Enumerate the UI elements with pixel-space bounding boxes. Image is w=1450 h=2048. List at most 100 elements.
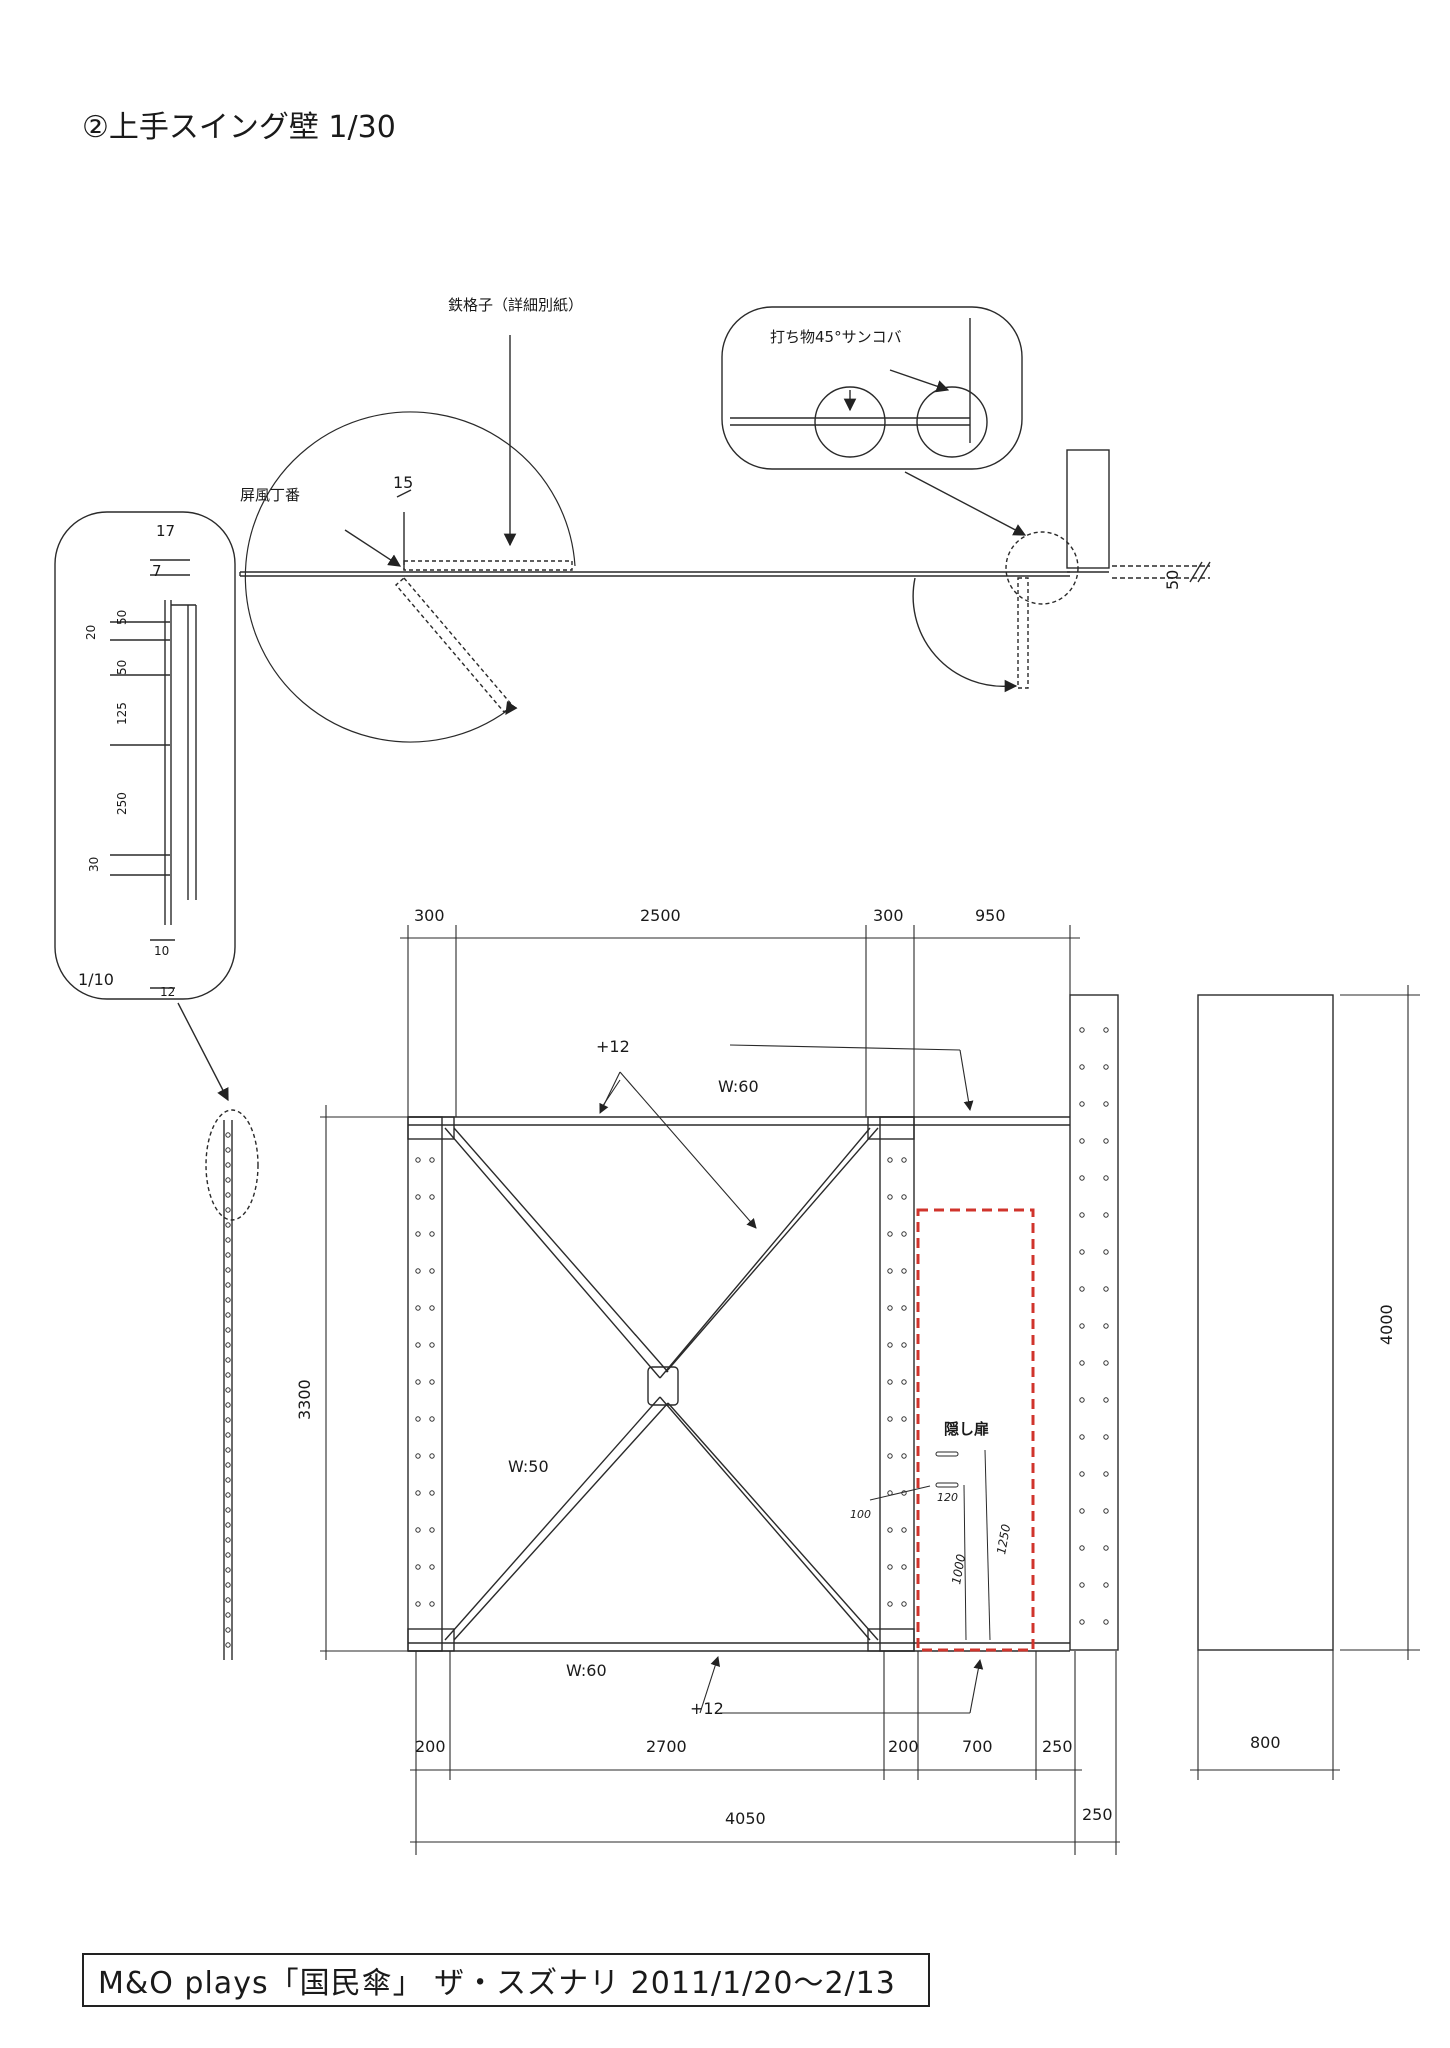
bolt-hole (901, 1453, 907, 1459)
bolt-hole (225, 1597, 231, 1603)
bolt-hole (415, 1453, 421, 1459)
bolt-hole (887, 1601, 893, 1607)
bolt-hole (1103, 1508, 1109, 1514)
dim-50a: 50 (115, 610, 129, 625)
bolt-hole (901, 1342, 907, 1348)
bolt-hole (1103, 1101, 1109, 1107)
bolt-hole (887, 1342, 893, 1348)
bolt-hole (901, 1601, 907, 1607)
bolt-hole (225, 1192, 231, 1198)
bolt-hole (1079, 1101, 1085, 1107)
bolt-hole (225, 1507, 231, 1513)
bolt-hole (429, 1379, 435, 1385)
bolt-hole (415, 1490, 421, 1496)
bolt-hole (887, 1527, 893, 1533)
production-footer: M&O plays「国民傘」 ザ・スズナリ 2011/1/20～2/13 (82, 1953, 930, 2007)
bolt-hole (225, 1312, 231, 1318)
bolt-hole (225, 1582, 231, 1588)
dim-height-left: 3300 (295, 1379, 314, 1420)
dim-20: 20 (84, 625, 98, 640)
label-hinge: 屏風丁番 (240, 486, 300, 504)
plan-view (239, 335, 1211, 743)
bolt-hole (429, 1342, 435, 1348)
bolt-hole (225, 1432, 231, 1438)
dim-12: 12 (160, 985, 175, 999)
dim-10: 10 (154, 944, 169, 958)
bolt-hole (1079, 1175, 1085, 1181)
bolt-hole (225, 1627, 231, 1633)
bolt-hole (1103, 1175, 1109, 1181)
bolt-hole (415, 1305, 421, 1311)
bolt-hole (225, 1327, 231, 1333)
hw-note-1250: 1250 (994, 1523, 1013, 1556)
section-scale: 1/10 (78, 970, 114, 989)
bolt-hole (1103, 1582, 1109, 1588)
dim-total-width: 4050 (725, 1809, 766, 1828)
dim-50-plan: 50 (1163, 570, 1182, 590)
label-plus-top: +12 (596, 1037, 630, 1056)
bolt-hole (901, 1416, 907, 1422)
bolt-hole (225, 1357, 231, 1363)
dim-17: 17 (156, 522, 175, 540)
bolt-hole (1079, 1471, 1085, 1477)
bolt-hole (1079, 1064, 1085, 1070)
label-w-bottom: W:60 (566, 1661, 607, 1680)
bolt-hole (887, 1268, 893, 1274)
bolt-hole (225, 1207, 231, 1213)
bolt-hole (1079, 1249, 1085, 1255)
hw-note-100: 100 (850, 1508, 871, 1521)
bolt-hole (225, 1612, 231, 1618)
label-w-diag: W:50 (508, 1457, 549, 1476)
bolt-hole (1103, 1064, 1109, 1070)
bolt-hole (225, 1402, 231, 1408)
bolt-hole (1103, 1286, 1109, 1292)
bolt-hole (1079, 1397, 1085, 1403)
dim-bottom-3: 700 (962, 1737, 993, 1756)
bolt-hole (1079, 1360, 1085, 1366)
bolt-hole (415, 1194, 421, 1200)
bolt-hole (1103, 1323, 1109, 1329)
bolt-hole (901, 1527, 907, 1533)
bolt-hole (429, 1527, 435, 1533)
bolt-hole (429, 1453, 435, 1459)
bolt-hole (225, 1177, 231, 1183)
bolt-hole (887, 1231, 893, 1237)
hidden-door-hardware (869, 1449, 991, 1641)
bolt-hole (1079, 1619, 1085, 1625)
dim-7: 7 (152, 562, 162, 580)
bolt-hole (1103, 1249, 1109, 1255)
plan-detail-bubble (721, 306, 1023, 470)
bolt-hole (225, 1477, 231, 1483)
bolt-hole (225, 1162, 231, 1168)
hw-note-1000: 1000 (949, 1553, 968, 1586)
bolt-hole (887, 1157, 893, 1163)
bolt-hole (225, 1342, 231, 1348)
hw-note-120: 120 (937, 1491, 958, 1504)
bolt-hole (225, 1552, 231, 1558)
dim-30: 30 (87, 857, 101, 872)
bolt-hole (225, 1252, 231, 1258)
bolt-hole (1079, 1286, 1085, 1292)
bolt-hole (225, 1387, 231, 1393)
bolt-hole (887, 1453, 893, 1459)
dim-125: 125 (115, 702, 129, 725)
bolt-hole (415, 1527, 421, 1533)
bolt-hole (415, 1564, 421, 1570)
dim-top-2: 300 (873, 906, 904, 925)
bolt-hole (901, 1157, 907, 1163)
bolt-hole (415, 1342, 421, 1348)
bolt-hole (225, 1462, 231, 1468)
bolt-hole (1079, 1212, 1085, 1218)
label-hidden-door: 隠し扉 (944, 1420, 989, 1438)
section-detail (54, 511, 259, 1660)
bolt-hole (1079, 1508, 1085, 1514)
bolt-hole (1079, 1323, 1085, 1329)
bolt-hole (429, 1231, 435, 1237)
bolt-hole (429, 1194, 435, 1200)
bolt-hole (1103, 1471, 1109, 1477)
bolt-hole (1103, 1545, 1109, 1551)
bolt-hole (225, 1222, 231, 1228)
bolt-hole (901, 1268, 907, 1274)
bolt-hole (901, 1194, 907, 1200)
